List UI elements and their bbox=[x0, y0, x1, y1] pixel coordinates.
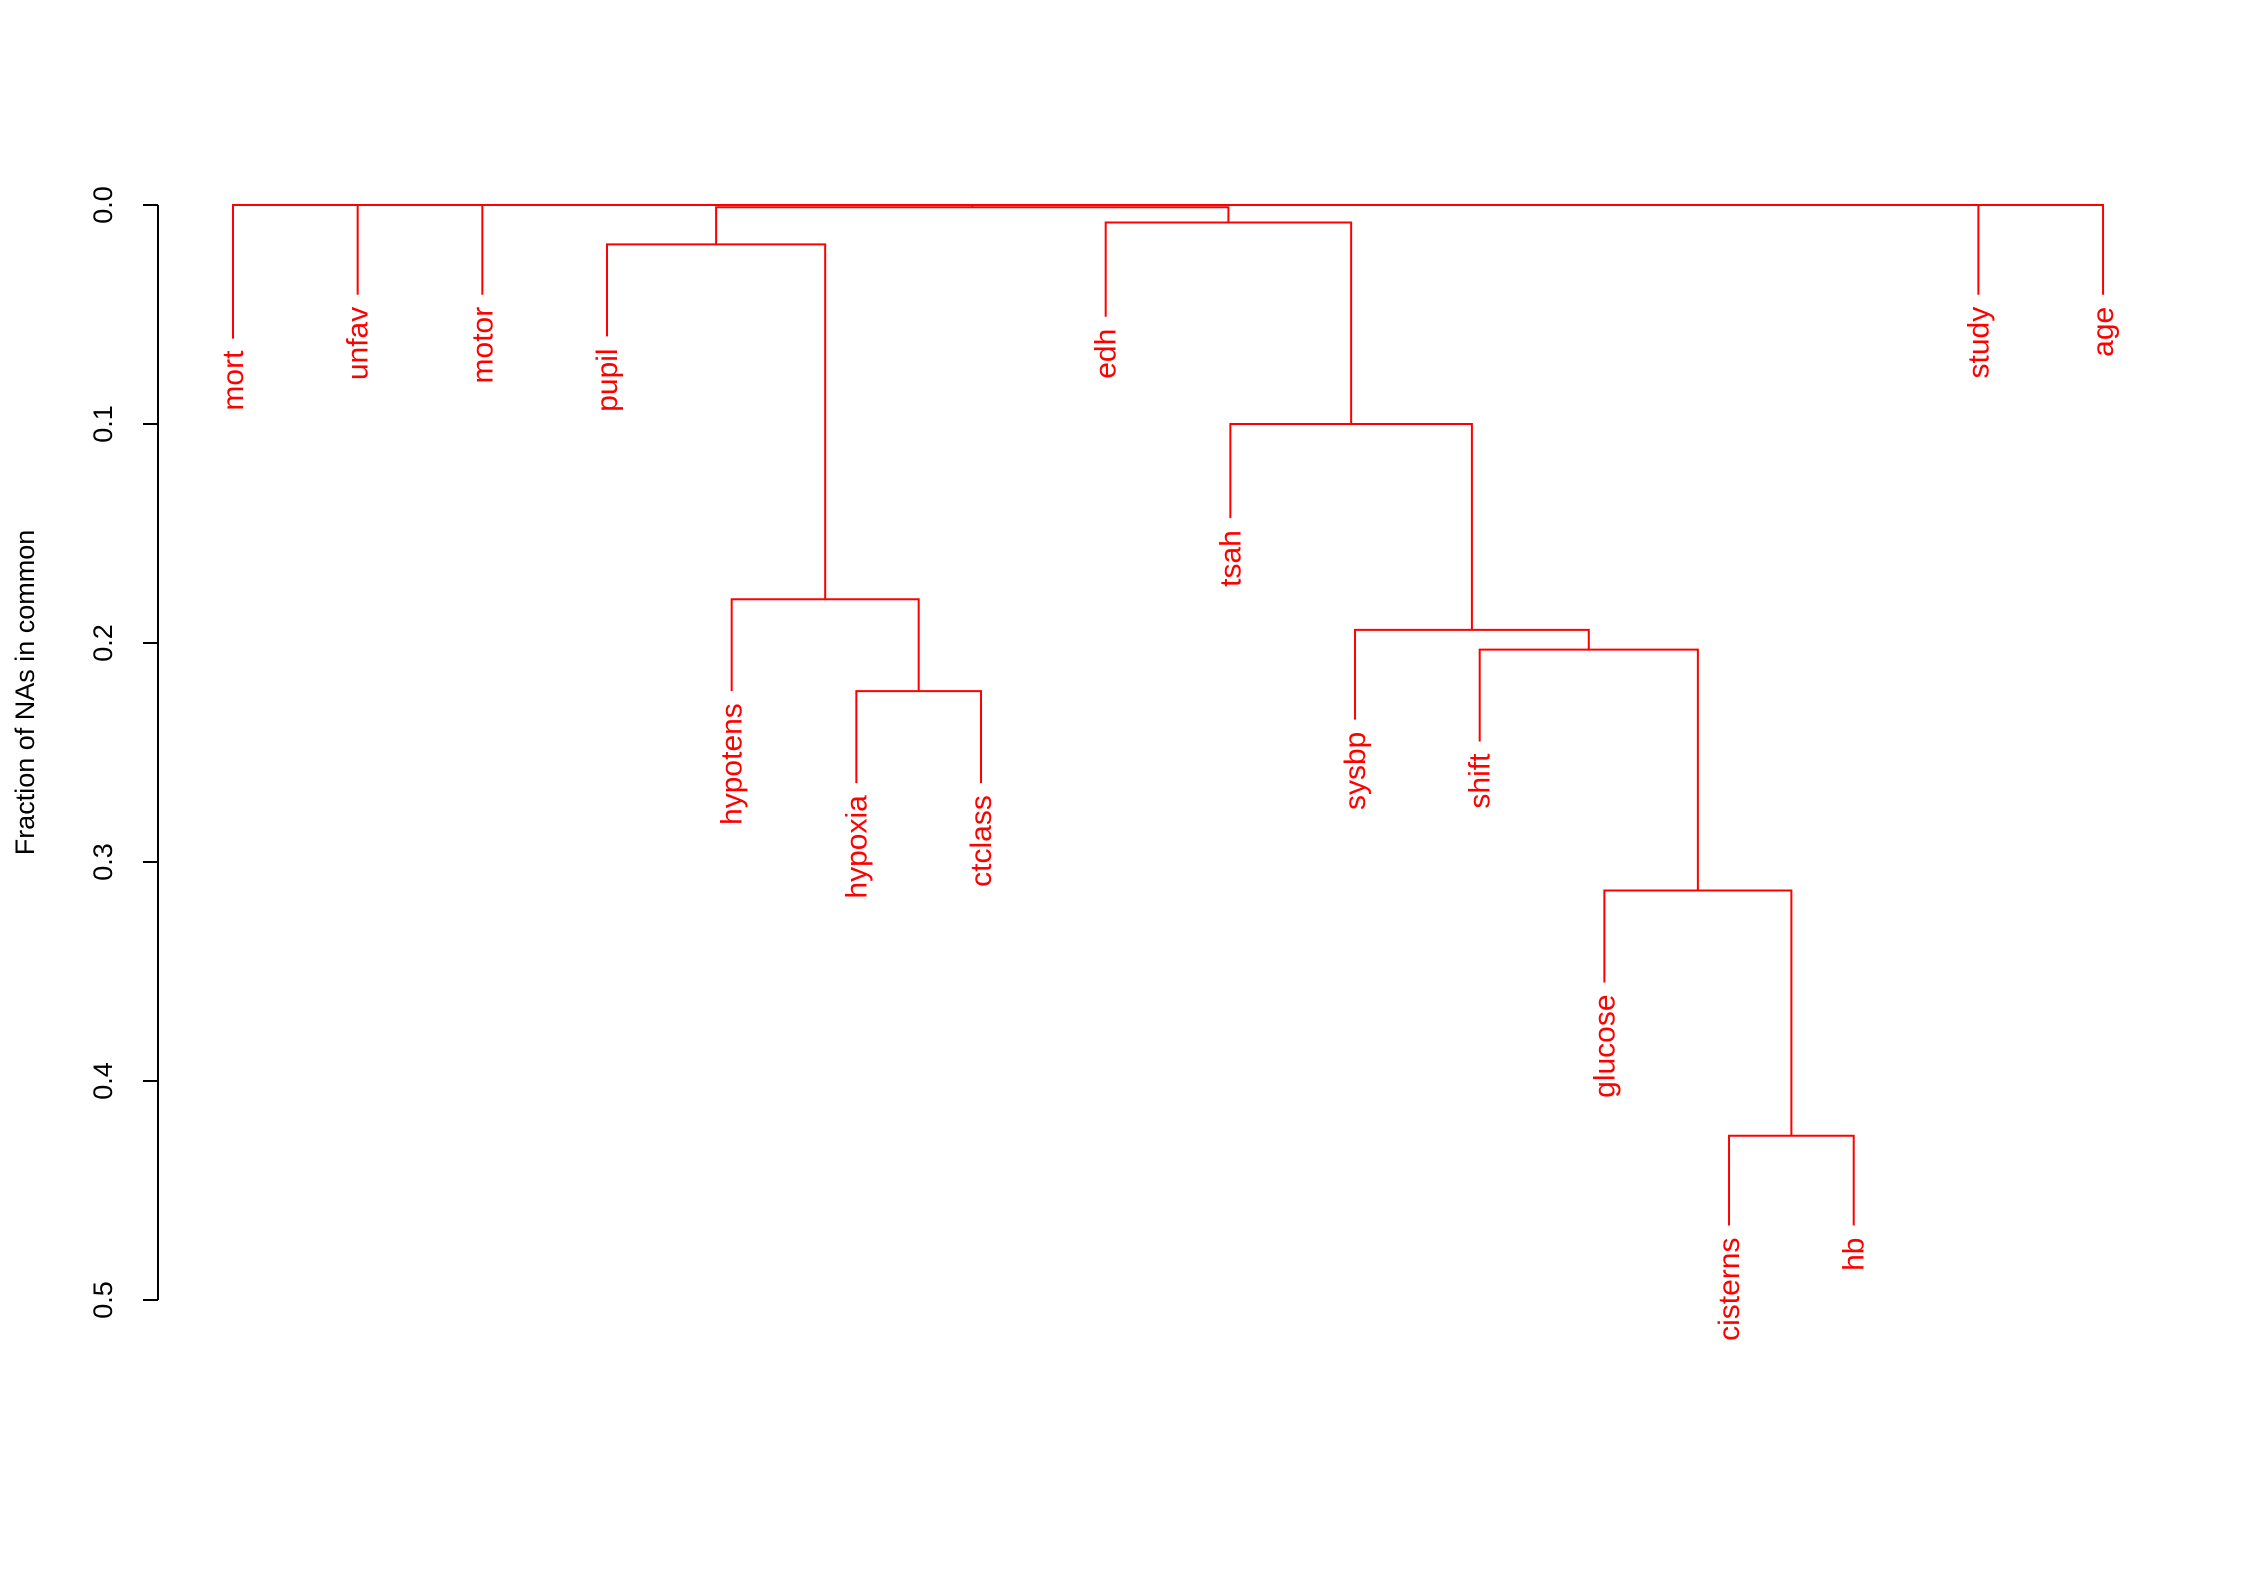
dendrogram-link bbox=[855, 690, 983, 784]
dendrogram-link bbox=[715, 206, 1230, 245]
dendrogram-link bbox=[1104, 221, 1353, 424]
leaf-label-hb: hb bbox=[1838, 1238, 1871, 1271]
leaf-label-hypoxia: hypoxia bbox=[840, 795, 873, 899]
y-axis: 0.0 0.1 0.2 0.3 0.4 0.5 bbox=[88, 186, 159, 1319]
leaf-label-sysbp: sysbp bbox=[1339, 732, 1372, 810]
leaf-label-tsah: tsah bbox=[1214, 530, 1247, 587]
leaf-label-ctclass: ctclass bbox=[965, 795, 998, 887]
leaf-label-motor: motor bbox=[466, 307, 499, 384]
dendrogram-branches bbox=[232, 204, 2105, 1226]
y-tick-label: 0.5 bbox=[88, 1281, 118, 1319]
y-tick-label: 0.1 bbox=[88, 405, 118, 443]
leaf-label-study: study bbox=[1962, 307, 1995, 379]
dendrogram-link bbox=[232, 204, 359, 339]
y-tick-label: 0.0 bbox=[88, 186, 118, 224]
dendrogram-link bbox=[1229, 423, 1473, 630]
dendrogram-link bbox=[1603, 889, 1793, 1136]
y-axis-title: Fraction of NAs in common bbox=[10, 530, 40, 856]
y-tick-label: 0.4 bbox=[88, 1062, 118, 1100]
y-tick-label: 0.2 bbox=[88, 624, 118, 662]
dendrogram-link bbox=[1977, 204, 2105, 295]
leaf-label-edh: edh bbox=[1090, 329, 1123, 379]
dendrogram-link bbox=[1478, 648, 1699, 891]
dendrogram-link bbox=[295, 204, 484, 295]
leaf-label-hypotens: hypotens bbox=[716, 703, 749, 825]
leaf-labels: mort unfav motor pupil hypotens hypoxia ctclas… bbox=[217, 307, 2120, 1341]
leaf-label-shift: shift bbox=[1464, 753, 1497, 809]
dendrogram-link bbox=[730, 598, 920, 692]
dendrogram-link bbox=[1354, 628, 1590, 720]
y-tick-label: 0.3 bbox=[88, 843, 118, 881]
leaf-label-mort: mort bbox=[217, 350, 250, 411]
dendrogram-link bbox=[606, 243, 827, 600]
leaf-label-cisterns: cisterns bbox=[1713, 1238, 1746, 1341]
leaf-label-pupil: pupil bbox=[591, 348, 624, 411]
dendrogram-link bbox=[1728, 1134, 1855, 1226]
leaf-label-glucose: glucose bbox=[1588, 994, 1621, 1097]
leaf-label-unfav: unfav bbox=[342, 307, 375, 380]
leaf-label-age: age bbox=[2087, 307, 2120, 357]
